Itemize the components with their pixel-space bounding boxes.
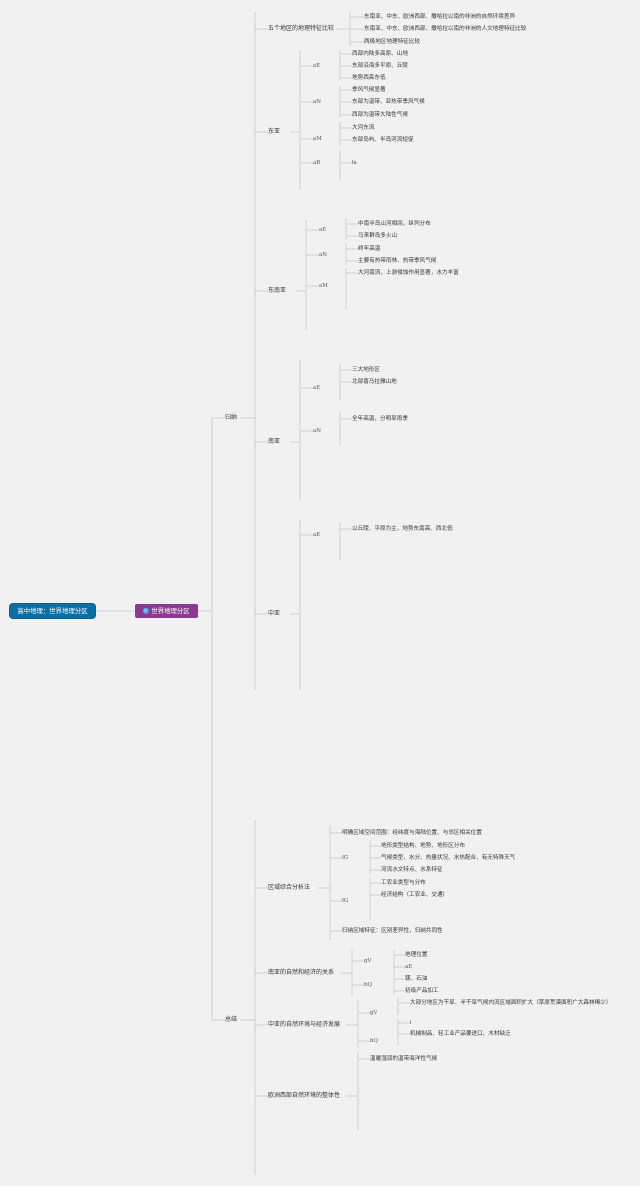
- code-label: fG: [342, 898, 349, 904]
- topic-south-asia[interactable]: 南亚: [268, 438, 281, 445]
- leaf: 地势西高东低: [352, 75, 386, 81]
- leaf: 温暖湿润的温带海洋性气候: [370, 1056, 438, 1062]
- code-label: aE: [313, 532, 321, 538]
- leaf: 以丘陵、平原为主，地势东南高、西北低: [352, 526, 453, 532]
- leaf: 气候类型、水分、热量状况、水热配合、有无特殊天气: [381, 855, 516, 861]
- topic-central-asia[interactable]: 中亚: [268, 610, 281, 617]
- topic-southeast-asia[interactable]: 东南亚: [268, 287, 287, 294]
- leaf: 西部为温带大陆性气候: [352, 112, 408, 118]
- code-label: bQ: [364, 982, 372, 988]
- leaf: 地形类型结构、地势、地形区分布: [381, 843, 465, 849]
- leaf: 工农业类型与分布: [381, 880, 426, 886]
- topic-western-europe[interactable]: 欧洲西部自然环境的整体性: [268, 1092, 341, 1099]
- leaf: 东部岛屿、半岛河流短促: [352, 137, 414, 143]
- code-label: aN: [313, 99, 321, 105]
- leaf: i: [410, 1020, 412, 1026]
- section-zongjie[interactable]: 总结: [225, 1016, 238, 1023]
- code-label: aN: [319, 252, 327, 258]
- code-label: fG: [342, 855, 349, 861]
- code-label: aE: [319, 227, 327, 233]
- leaf: 东南亚、中东、欧洲西部、撒哈拉以南的非洲的人文地理特征比较: [364, 26, 527, 32]
- leaf: 中南半岛山河相间，纵列分布: [358, 221, 431, 227]
- leaf: aE: [405, 964, 413, 970]
- leaf: 地理位置: [405, 952, 428, 958]
- leaf: 季风气候显著: [352, 87, 386, 93]
- topic-central-asia-environment[interactable]: 中亚的自然环境与经济发展: [268, 1021, 341, 1028]
- section-guina[interactable]: 归纳: [225, 414, 238, 421]
- code-label: aM: [319, 283, 328, 289]
- code-label: gV: [370, 1010, 378, 1016]
- code-label: aE: [313, 385, 321, 391]
- code-label: aR: [313, 160, 321, 166]
- code-label: bQ: [370, 1038, 378, 1044]
- leaf: 初级产品加工: [405, 988, 439, 994]
- leaf: 北部喜马拉雅山地: [352, 379, 397, 385]
- leaf: 镁、石油: [405, 976, 428, 982]
- leaf: 终年高温: [358, 246, 381, 252]
- topic-east-asia[interactable]: 东亚: [268, 128, 281, 135]
- leaf: 主要有热带雨林、热带季风气候: [358, 258, 437, 264]
- code-label: aE: [313, 63, 321, 69]
- leaf: 大部分地区为干旱、半干旱气候内流区域面积扩大（草原荒漠面积广大森林稀少）: [410, 1000, 612, 1006]
- main-topic-node[interactable]: 世界地理分区: [135, 604, 198, 618]
- topic-regional-analysis[interactable]: 区域综合分析法: [268, 884, 311, 891]
- leaf: 机械制品、轻工业产品要进口、木材缺乏: [410, 1031, 511, 1037]
- code-label: gV: [364, 958, 372, 964]
- topic-south-asia-nature-economy[interactable]: 南亚的自然和经济的关系: [268, 969, 335, 976]
- root-node-label: 高中地理：世界地理分区: [17, 607, 88, 615]
- leaf: 大河南流，上游侵蚀作用显著，水力丰富: [358, 270, 459, 276]
- leaf: 东部为温带、亚热带季风气候: [352, 99, 425, 105]
- leaf: 大河东流: [352, 125, 375, 131]
- code-label: aN: [313, 428, 321, 434]
- leaf: 三大地形区: [352, 367, 380, 373]
- leaf: 两极地区地理特征比较: [364, 39, 420, 45]
- leaf: 马来群岛多火山: [358, 233, 398, 239]
- leaf: 全年高温，分明旱雨季: [352, 416, 408, 422]
- leaf: 西部内陆多高原、山地: [352, 51, 408, 57]
- globe-icon: [143, 608, 150, 614]
- leaf: 明确区域空间范围：经纬度与海陆位置、与邻区相关位置: [342, 830, 482, 836]
- leaf: Is: [352, 160, 357, 166]
- topic-five-regions[interactable]: 五个地区的地理特征比较: [268, 25, 335, 32]
- root-node[interactable]: 高中地理：世界地理分区: [10, 604, 95, 618]
- code-label: aM: [313, 136, 322, 142]
- leaf: 东部沿海多平原、丘陵: [352, 63, 408, 69]
- leaf: 归纳区域特征：区别差异性，归纳共同性: [342, 928, 443, 934]
- leaf: 经济结构（工农业、交通）: [381, 892, 449, 898]
- leaf: 河流水文特点、水系特征: [381, 867, 443, 873]
- main-topic-label: 世界地理分区: [151, 607, 190, 615]
- leaf: 东南亚、中东、欧洲西部、撒哈拉以南的非洲的自然环境差异: [364, 14, 516, 20]
